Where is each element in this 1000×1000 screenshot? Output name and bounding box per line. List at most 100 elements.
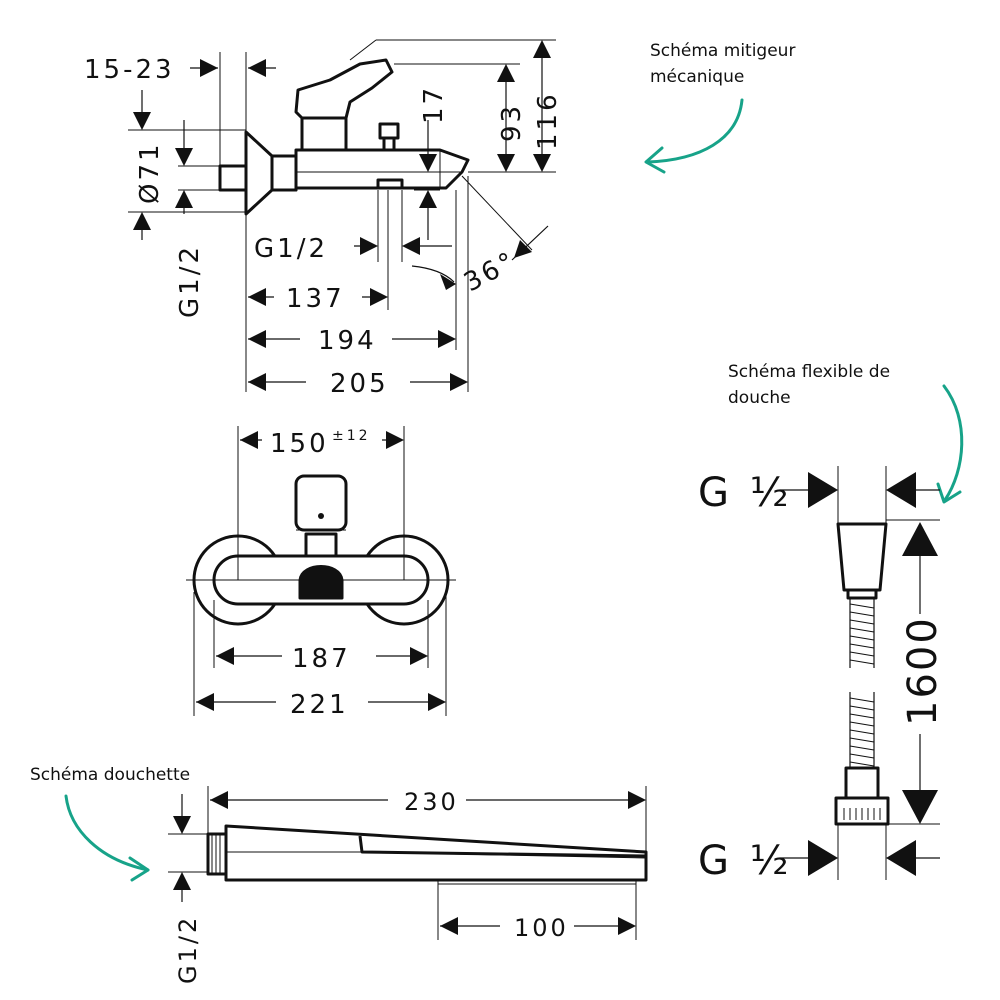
dim-arrowhead [196,693,214,711]
dim-diameter-71: Ø71 [135,141,165,204]
handshower-thread [206,832,228,876]
caption-mixer-arrow [646,98,744,164]
dim-205: 205 [330,369,389,399]
dim-arrowhead [514,240,532,258]
caption-handshower-text: Schéma douchette [30,765,190,785]
dim-230: 230 [404,788,459,816]
dim-arrowhead [628,791,646,809]
dim-15-23: 15-23 [84,55,175,85]
angle-arc [411,265,455,283]
dim-arrowhead [419,190,437,208]
hose-upper-ferrule [846,588,878,600]
mixer-lever [294,58,394,120]
dim-angle-36: 36° [459,246,522,298]
dim-arrowhead [240,431,258,449]
dim-arrowhead [248,330,266,348]
dim-93: 93 [497,103,527,142]
dim-arrowhead [533,154,551,172]
dim-1600: 1600 [900,616,946,726]
hose-lower-segment [849,692,875,768]
hose-nut-knurl [843,808,881,820]
caption-handshower: Schéma douchette [30,765,190,882]
dim-arrowhead [200,59,218,77]
dim-arrowhead [438,330,456,348]
caption-handshower-arrow [64,794,150,872]
handshower-spray-face [437,879,637,885]
dim-arrowhead [440,917,458,935]
dim-arrowhead [808,472,838,508]
caption-mixer-arrowhead [644,146,666,174]
dim-arrowhead [173,816,191,834]
mixer-front-view: 150 ±12 187 221 [186,426,456,720]
mixer-side-view: 15-23 Ø71 G1/2 93 116 17 G1/2 [84,39,563,399]
dim-arrowhead [386,431,404,449]
dim-150-tolerance: ±12 [332,428,371,444]
dim-arrowhead [886,840,916,876]
caption-mixer: Schéma mitigeur mécanique [644,41,795,174]
caption-mixer-line-1: Schéma mitigeur [650,41,795,61]
dim-arrowhead [173,872,191,890]
dim-arrowhead [133,212,151,230]
dim-arrowhead [248,373,266,391]
hose-lower-windings [849,697,875,767]
caption-hose-line-2: douche [728,388,791,408]
dim-arrowhead [497,64,515,82]
caption-hose-arrow [942,384,964,502]
lever-front [294,474,348,532]
dim-arrowhead [533,40,551,58]
dim-arrowhead [175,190,193,208]
diverter-stem [382,136,396,152]
dim-arrowhead [248,288,266,306]
cartridge-front [304,532,338,558]
dim-arrowhead [902,790,938,824]
dim-100: 100 [514,914,569,942]
dim-arrowhead [360,237,378,255]
dim-arrowhead [133,112,151,130]
mixer-connector [270,154,298,192]
diverter-front [298,565,344,600]
dim-arrowhead [440,274,456,290]
mixer-cartridge [300,116,348,152]
dim-221: 221 [290,690,349,720]
hose-cone-connector [836,522,888,592]
dim-hose-g12-top: G ½ [698,470,792,516]
handshower-view: 230 100 G1/2 [168,786,648,984]
dim-arrowhead [450,373,468,391]
ext-line [461,175,533,251]
dim-arrowhead [210,791,228,809]
dim-arrowhead [402,237,420,255]
shower-hose-view: G ½ 1600 G ½ [698,466,946,884]
dim-arrowhead [248,59,266,77]
dim-label-gap [902,614,942,734]
dim-arrowhead [808,840,838,876]
dim-arrowhead [419,154,437,172]
ext-line [349,39,377,61]
hose-upper-windings [849,603,875,665]
dim-arrowhead [618,917,636,935]
dim-187: 187 [292,644,351,674]
dim-116: 116 [533,91,563,150]
dim-hose-g12-bottom: G ½ [698,838,792,884]
dim-137: 137 [286,284,345,314]
dim-handshower-g12: G1/2 [174,915,202,984]
dim-arrowhead [902,522,938,556]
dim-arrowhead [216,647,234,665]
dim-arrowhead [370,288,388,306]
lever-dot [318,513,324,519]
mixer-outlet [376,178,404,190]
diverter-knob [378,122,400,140]
dim-150: 150 [270,429,329,459]
caption-hose-line-1: Schéma flexible de [728,362,890,382]
dim-arrowhead [886,472,916,508]
dim-arrowhead [497,154,515,172]
dim-arrowhead [175,148,193,166]
dim-17: 17 [419,85,449,124]
dim-arrowhead [410,647,428,665]
dim-g12-inlet: G1/2 [175,244,205,318]
dim-arrowhead [428,693,446,711]
caption-handshower-arrowhead [128,856,150,882]
dim-g12-outlet: G1/2 [254,234,328,264]
dim-194: 194 [318,326,377,356]
hose-upper-segment [849,598,875,668]
